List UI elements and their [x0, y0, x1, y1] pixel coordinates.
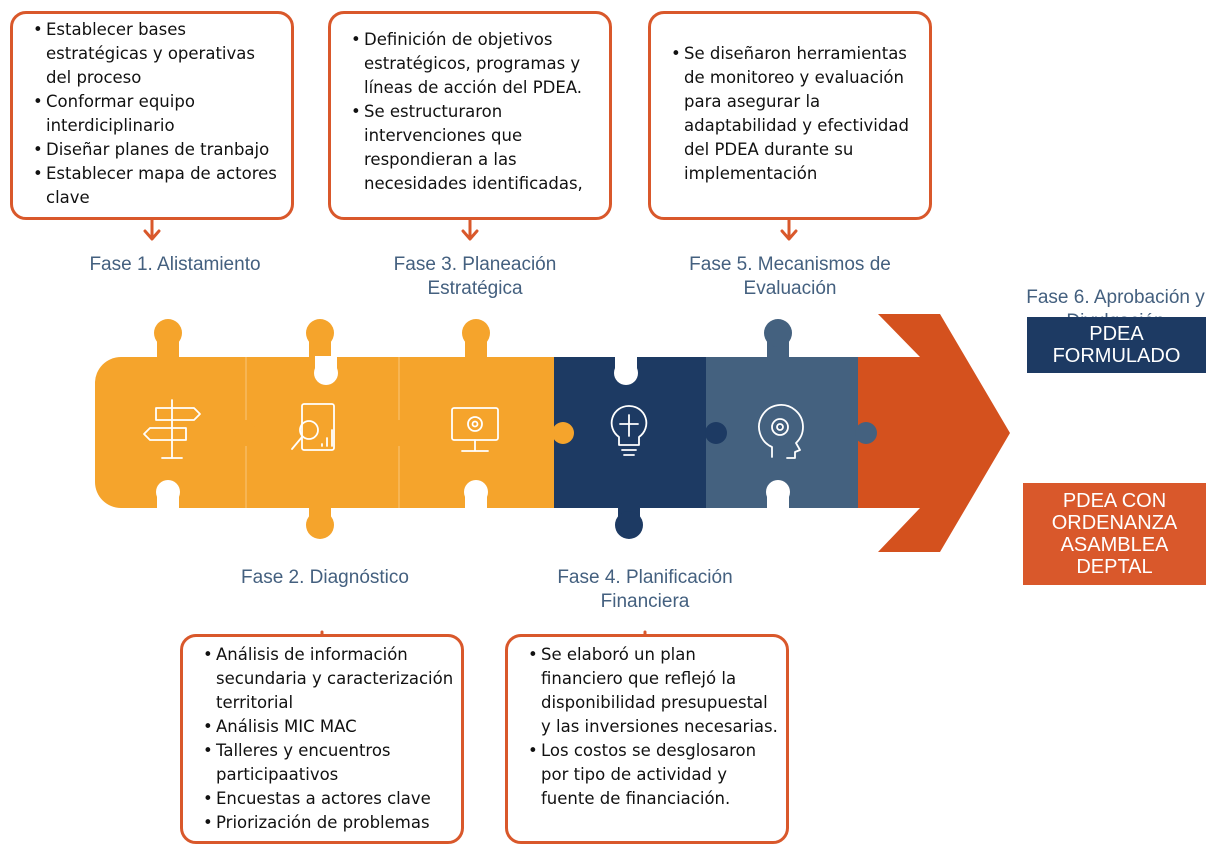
- phase-title-line: Financiera: [600, 591, 690, 612]
- box-fase2-item: Priorización de problemas: [203, 811, 455, 835]
- lightbulb-puzzle-icon: [610, 405, 648, 456]
- box-fase3-list: Definición de objetivos estratégicos, pr…: [351, 28, 601, 196]
- phase-title-fase1: Fase 1. Alistamiento: [40, 253, 310, 277]
- phase-title-line: Fase 2. Diagnóstico: [241, 567, 409, 588]
- box-fase5-item: Se diseñaron herramientas de monitoreo y…: [671, 42, 921, 186]
- box-fase3-item: Se estructuraron intervenciones que resp…: [351, 100, 601, 196]
- tag-line: PDEA: [1089, 323, 1144, 345]
- box-fase5-list: Se diseñaron herramientas de monitoreo y…: [671, 42, 921, 186]
- box-fase3-item: Definición de objetivos estratégicos, pr…: [351, 28, 601, 100]
- box-fase2-item: Talleres y encuentros participaativos: [203, 739, 455, 787]
- phase-title-fase5: Fase 5. Mecanismos de Evaluación: [650, 253, 930, 301]
- phase-title-line: Fase 4. Planificación: [557, 567, 733, 588]
- box-fase2-list: Análisis de información secundaria y car…: [203, 643, 455, 835]
- box-fase2-item: Análisis de información secundaria y car…: [203, 643, 455, 715]
- box-fase1-item: Conformar equipo interdiciplinario: [33, 90, 281, 138]
- box-fase1: Establecer bases estratégicas y operativ…: [10, 11, 294, 220]
- monitor-gear-icon: [451, 407, 499, 452]
- box-fase4-item: Los costos se desglosaron por tipo de ac…: [528, 739, 780, 811]
- box-fase2-item: Encuestas a actores clave: [203, 787, 455, 811]
- phase-title-line: Fase 3. Planeación: [393, 254, 557, 275]
- head-gear-icon: [758, 404, 804, 459]
- signpost-icon: [143, 399, 201, 459]
- tag-line: ASAMBLEA: [1060, 534, 1169, 556]
- phase-title-line: Fase 1. Alistamiento: [89, 254, 261, 275]
- arrow-head: [858, 314, 1010, 552]
- box-fase4-list: Se elaboró un plan financiero que reflej…: [528, 643, 780, 811]
- tag-line: PDEA CON: [1062, 490, 1167, 512]
- phase-title-line: Evaluación: [743, 278, 837, 299]
- box-fase1-list: Establecer bases estratégicas y operativ…: [33, 18, 281, 210]
- tag-line: ORDENANZA: [1051, 512, 1178, 534]
- box-fase1-item: Establecer mapa de actores clave: [33, 162, 281, 210]
- tag-pdea-formulado: PDEA FORMULADO: [1027, 317, 1206, 373]
- phase-title-line: Fase 5. Mecanismos de: [689, 254, 891, 275]
- tag-line: DEPTAL: [1076, 556, 1153, 578]
- box-fase2-item: Análisis MIC MAC: [203, 715, 455, 739]
- tag-pdea-ordenanza: PDEA CON ORDENANZA ASAMBLEA DEPTAL: [1023, 483, 1206, 585]
- phase-title-line: Fase 6. Aprobación y: [1026, 287, 1205, 308]
- phase-title-fase4: Fase 4. Planificación Financiera: [505, 566, 785, 614]
- phase-title-fase2: Fase 2. Diagnóstico: [190, 566, 460, 590]
- box-fase1-item: Diseñar planes de tranbajo: [33, 138, 281, 162]
- box-fase4-item: Se elaboró un plan financiero que reflej…: [528, 643, 780, 739]
- box-fase3: Definición de objetivos estratégicos, pr…: [328, 11, 612, 220]
- box-fase1-item: Establecer bases estratégicas y operativ…: [33, 18, 281, 90]
- report-analysis-icon: [291, 403, 335, 451]
- box-fase4: Se elaboró un plan financiero que reflej…: [505, 634, 789, 844]
- box-fase2: Análisis de información secundaria y car…: [180, 634, 464, 844]
- tag-line: FORMULADO: [1052, 345, 1181, 367]
- box-fase5: Se diseñaron herramientas de monitoreo y…: [648, 11, 932, 220]
- phase-title-line: Estratégica: [427, 278, 523, 299]
- phase-title-fase3: Fase 3. Planeación Estratégica: [345, 253, 605, 301]
